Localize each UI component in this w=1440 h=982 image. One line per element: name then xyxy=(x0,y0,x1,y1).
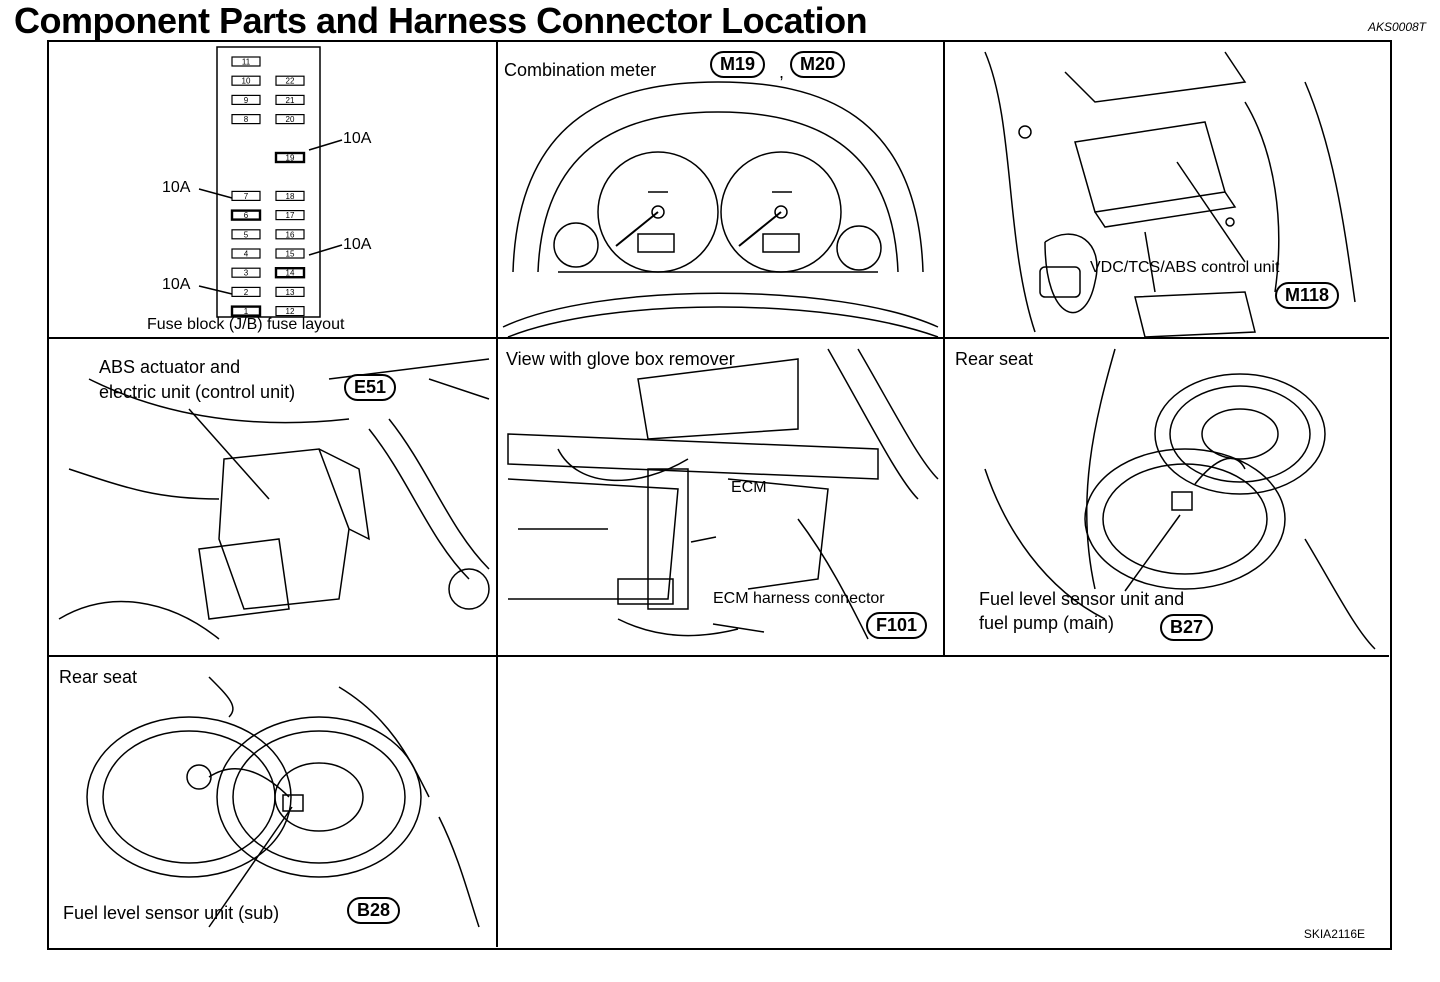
fuse-number: 22 xyxy=(286,77,295,86)
ecm-caption: View with glove box remover xyxy=(506,349,735,369)
fuse-number: 19 xyxy=(286,154,295,163)
fuse-number: 7 xyxy=(244,192,249,201)
fuse-slot xyxy=(230,209,262,221)
divider xyxy=(943,42,945,657)
rear-seat-caption-main: Rear seat xyxy=(955,349,1034,369)
connector-b28: B28 xyxy=(347,897,401,924)
fuse-slot xyxy=(275,210,305,221)
fuse-slot xyxy=(230,305,262,317)
fuse-slot xyxy=(275,306,305,317)
fuse-slot xyxy=(231,229,261,240)
fuse-slot xyxy=(231,286,261,297)
connector-f101: F101 xyxy=(866,612,928,639)
fuse-callout-1: 10A xyxy=(162,276,191,293)
connector-b27: B27 xyxy=(1160,614,1214,641)
fuse-slot xyxy=(231,190,261,201)
fuse-number: 13 xyxy=(286,288,295,297)
fuse-slot xyxy=(231,56,261,67)
connector-m19: M19 xyxy=(710,51,766,78)
divider xyxy=(49,655,1389,657)
page-title: Component Parts and Harness Connector Lo… xyxy=(14,0,868,41)
fuse-number: 1 xyxy=(244,307,249,316)
combination-meter-figure xyxy=(502,81,939,337)
fuse-number: 20 xyxy=(286,115,295,124)
rear-seat-sub-panel: Rear seat Fuel level sensor unit (sub) B… xyxy=(49,657,496,947)
fuse-callout-6: 10A xyxy=(162,179,191,196)
combination-meter-panel: Combination meter M19 , M20 xyxy=(498,42,943,337)
connector-m20: M20 xyxy=(790,51,846,78)
fuel-sensor-sub-figure xyxy=(86,676,480,928)
abs-actuator-panel: ABS actuator and electric unit (control … xyxy=(49,339,496,655)
connector-m118: M118 xyxy=(1275,282,1340,309)
vdc-caption: VDC/TCS/ABS control unit xyxy=(1090,259,1280,276)
fuel-pump-main-figure xyxy=(984,348,1376,650)
fuse-number: 15 xyxy=(286,250,295,259)
ecm-panel: View with glove box remover ECM ECM harn… xyxy=(498,339,943,655)
vdc-control-unit-panel: VDC/TCS/ABS control unit M118 xyxy=(945,42,1389,337)
fuse-slot xyxy=(275,75,305,86)
fuse-slot xyxy=(274,151,306,164)
abs-caption-line1: ABS actuator and xyxy=(99,357,241,377)
fuse-slot xyxy=(274,266,306,279)
fuse-slot xyxy=(275,248,305,259)
fuse-number: 16 xyxy=(286,230,295,239)
fuse-number: 9 xyxy=(244,96,249,105)
reference-code: AKS0008T xyxy=(1367,20,1426,34)
fuse-slot xyxy=(275,113,305,125)
fuse-number: 6 xyxy=(244,211,249,220)
abs-actuator-figure xyxy=(58,358,490,640)
fuse-number: 21 xyxy=(286,96,295,105)
fuse-number: 11 xyxy=(242,58,251,67)
fuse-number: 18 xyxy=(286,192,295,201)
fuse-number: 17 xyxy=(286,211,295,220)
ecm-figure xyxy=(507,348,939,640)
connector-separator: , xyxy=(779,62,785,82)
fuse-number: 14 xyxy=(286,269,295,278)
figure-code: SKIA2116E xyxy=(1303,927,1365,941)
fuse-slot xyxy=(275,94,305,106)
rear-seat-main-panel: Rear seat Fuel level sensor unit and fue… xyxy=(945,339,1389,655)
fuse-slot xyxy=(275,229,305,240)
fuel-pump-main-label-line2: fuel pump (main) xyxy=(979,613,1115,633)
fuse-number: 2 xyxy=(244,288,249,297)
vdc-control-unit-figure xyxy=(984,51,1356,337)
rear-seat-caption-sub: Rear seat xyxy=(59,667,138,687)
fuse-callout-19: 10A xyxy=(343,130,372,147)
fuel-sensor-sub-label: Fuel level sensor unit (sub) xyxy=(63,903,280,923)
abs-caption-line2: electric unit (control unit) xyxy=(99,382,296,402)
fuse-slot xyxy=(231,75,261,86)
ecm-harness-label: ECM harness connector xyxy=(713,590,885,607)
connector-e51: E51 xyxy=(344,374,397,401)
fuse-slot xyxy=(231,113,261,125)
fuse-number: 10 xyxy=(242,77,251,86)
fuse-number: 12 xyxy=(286,307,295,316)
divider xyxy=(496,42,498,947)
fuse-slot xyxy=(231,248,261,259)
fuse-number: 3 xyxy=(244,269,249,278)
fuse-slot xyxy=(231,94,261,106)
fuse-number: 8 xyxy=(244,115,249,124)
empty-panel: SKIA2116E xyxy=(498,657,1389,947)
fuel-pump-main-label-line1: Fuel level sensor unit and xyxy=(979,589,1185,609)
fuse-block-caption: Fuse block (J/B) fuse layout xyxy=(147,316,345,333)
fuse-number: 4 xyxy=(244,250,249,259)
fuse-slot xyxy=(275,286,305,297)
ecm-label: ECM xyxy=(731,479,767,496)
fuse-slot xyxy=(275,190,305,201)
fuse-number: 5 xyxy=(244,230,249,239)
meter-caption: Combination meter xyxy=(504,60,657,80)
fuse-callout-14: 10A xyxy=(343,236,372,253)
divider xyxy=(49,337,1389,339)
fuse-slot xyxy=(231,267,261,278)
